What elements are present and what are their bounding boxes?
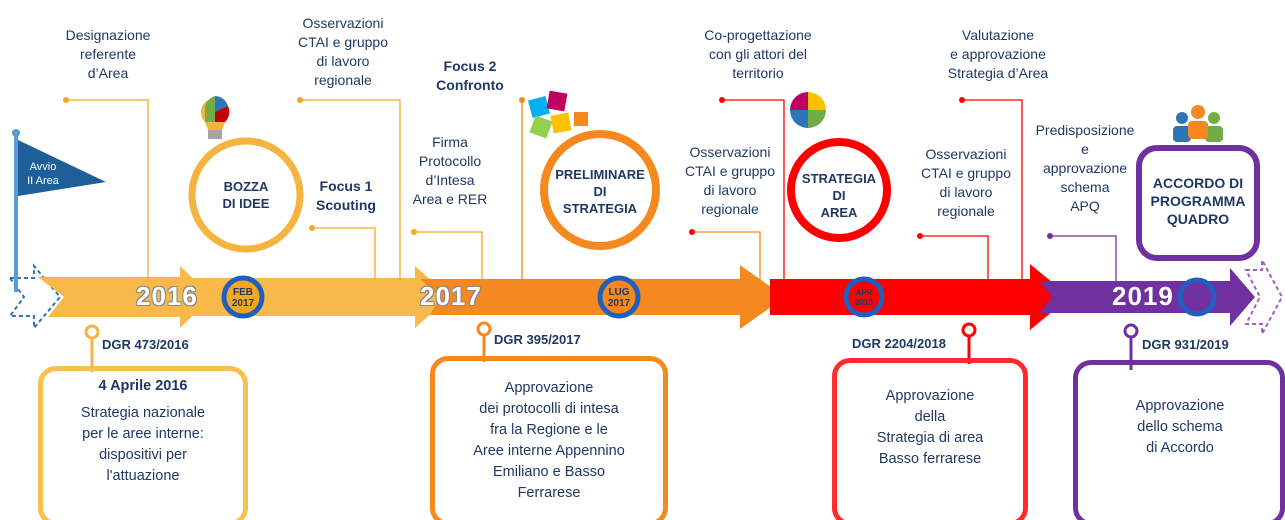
dgr-label-473: DGR 473/2016 xyxy=(102,337,189,352)
box-4-aprile-2016 xyxy=(38,366,248,520)
date-dot-feb-2017 xyxy=(221,275,265,319)
start-outline-arrow xyxy=(8,263,62,331)
milestone-ring-strategia xyxy=(787,138,891,242)
year-label-2016: 2016 xyxy=(136,281,198,311)
connector-dots xyxy=(63,97,1053,239)
box-approvazione-schema xyxy=(1073,360,1285,520)
puzzle-icon xyxy=(527,90,588,139)
dgr-label-931: DGR 931/2019 xyxy=(1142,337,1229,352)
milestone-ring-preliminare xyxy=(540,130,660,250)
flag-icon xyxy=(12,129,106,292)
date-dot-lug-2017 xyxy=(597,275,641,319)
dgr-label-2204: DGR 2204/2018 xyxy=(852,336,946,351)
box-approvazione-strategia xyxy=(832,358,1028,520)
box-approvazione-protocolli xyxy=(430,356,668,520)
year-label-2019: 2019 xyxy=(1112,281,1174,311)
milestone-box-accordo xyxy=(1136,145,1260,261)
date-dot-apr-2018 xyxy=(843,276,885,318)
year-label-2017: 2017 xyxy=(420,281,482,311)
swot-icon xyxy=(790,92,826,128)
date-dot-2019 xyxy=(1177,277,1217,317)
lightbulb-icon xyxy=(201,96,230,139)
connector-lines xyxy=(66,99,1117,282)
dgr-label-395: DGR 395/2017 xyxy=(494,332,581,347)
milestone-ring-bozza xyxy=(188,137,304,253)
people-icon xyxy=(1173,105,1223,142)
